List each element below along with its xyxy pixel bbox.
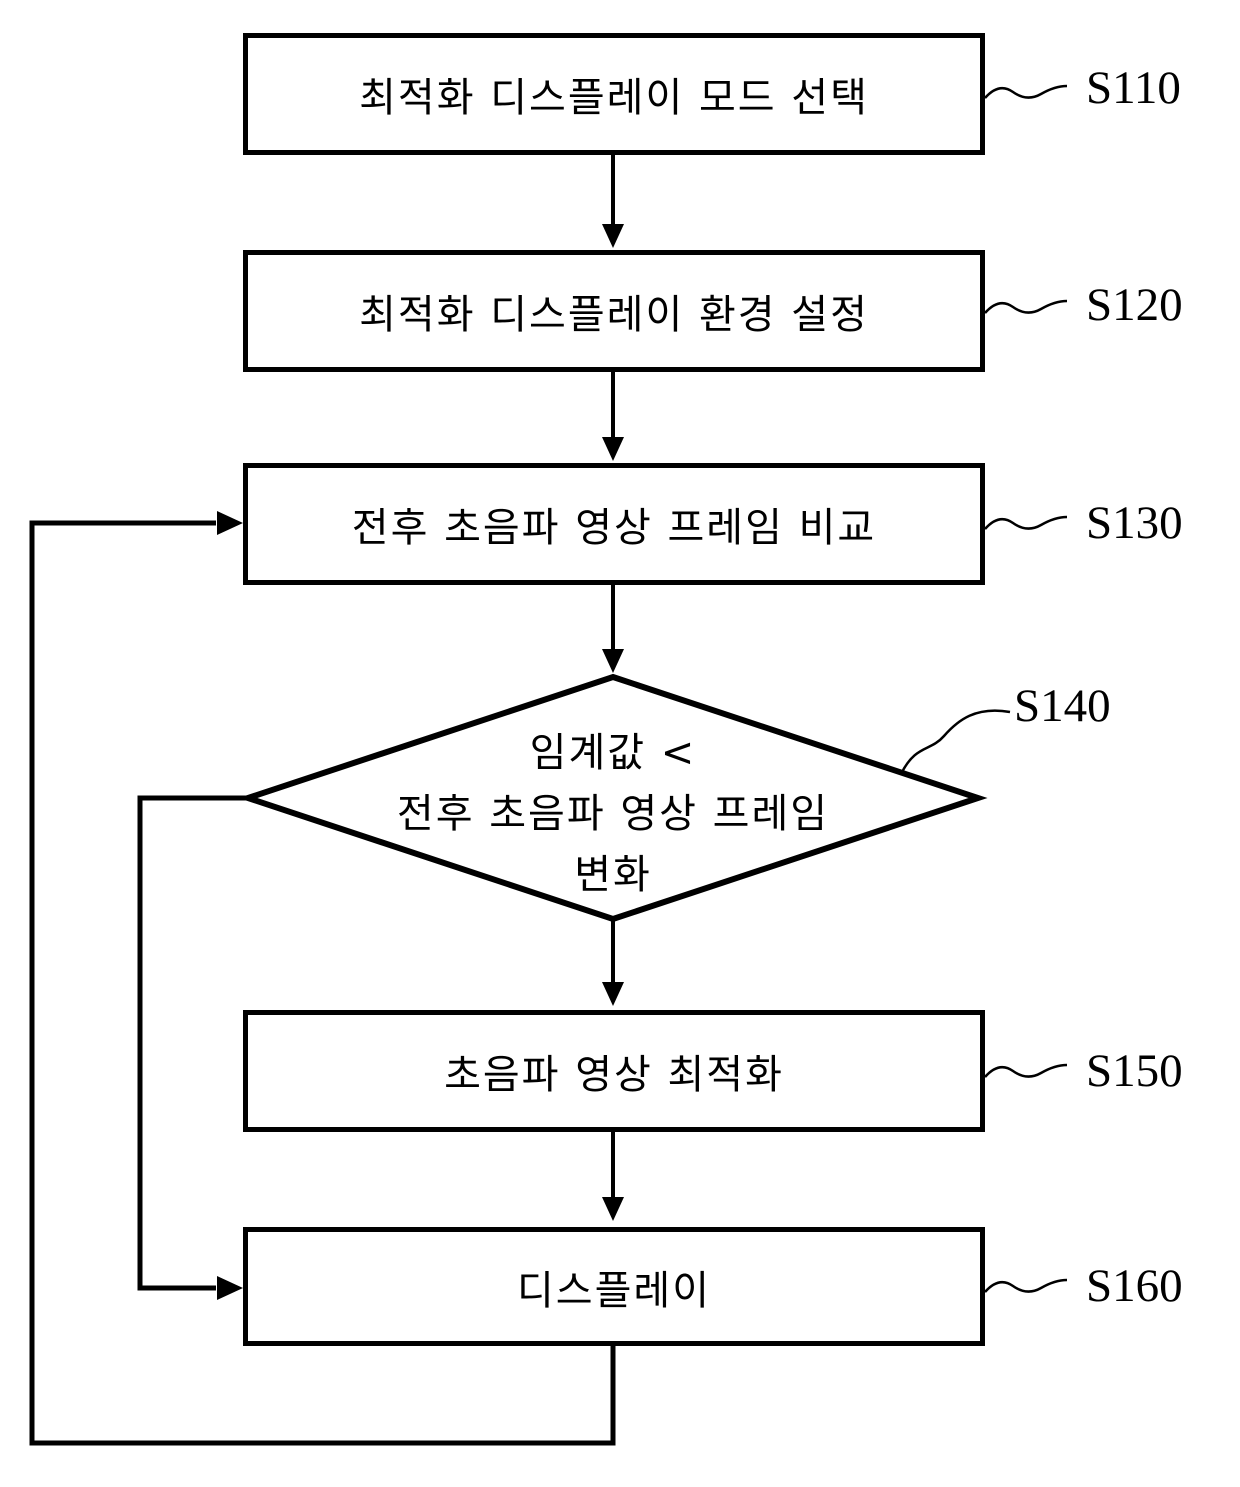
- edge-s160-to-s130-arrowhead: [217, 511, 243, 535]
- leader-line-s140: [899, 709, 1011, 775]
- edge-s110-to-s120-arrowhead: [602, 224, 624, 248]
- edge-s130-to-s140-arrowhead: [602, 649, 624, 673]
- step-box-s160: 디스플레이: [243, 1227, 985, 1346]
- decision-line-3: 변화: [574, 852, 652, 898]
- decision-diamond-s140-text: 임계값 < 전후 초음파 영상 프레임 변화: [268, 723, 958, 906]
- step-id-s120: S120: [1086, 279, 1183, 331]
- step-id-s160: S160: [1086, 1260, 1183, 1312]
- step-box-s110: 최적화 디스플레이 모드 선택: [243, 33, 985, 155]
- edge-s140-to-s150-arrowhead: [602, 982, 624, 1006]
- step-box-s150-label: 초음파 영상 최적화: [444, 1052, 784, 1098]
- leader-line-s130: [984, 515, 1068, 530]
- leader-line-s160: [984, 1278, 1068, 1293]
- step-id-s130: S130: [1086, 497, 1183, 549]
- step-id-s110: S110: [1086, 62, 1181, 114]
- leader-line-s120: [984, 299, 1068, 314]
- step-box-s120: 최적화 디스플레이 환경 설정: [243, 250, 985, 372]
- edge-s160-to-s130-line: [29, 520, 616, 1446]
- step-id-s140: S140: [1014, 680, 1111, 732]
- decision-line-2: 전후 초음파 영상 프레임: [396, 791, 830, 837]
- leader-line-s150: [984, 1063, 1068, 1078]
- edge-s140-to-s160-line: [137, 795, 250, 1291]
- step-box-s110-label: 최적화 디스플레이 모드 선택: [359, 75, 869, 121]
- decision-line-1: 임계값 <: [529, 730, 697, 776]
- edge-s140-to-s160-arrowhead: [217, 1276, 243, 1300]
- step-box-s150: 초음파 영상 최적화: [243, 1010, 985, 1132]
- step-box-s130-label: 전후 초음파 영상 프레임 비교: [351, 505, 877, 551]
- step-id-s150: S150: [1086, 1045, 1183, 1097]
- edge-s150-to-s160-arrowhead: [602, 1197, 624, 1221]
- edge-s120-to-s130-arrowhead: [602, 437, 624, 461]
- step-box-s130: 전후 초음파 영상 프레임 비교: [243, 463, 985, 585]
- step-box-s160-label: 디스플레이: [517, 1267, 711, 1314]
- leader-line-s110: [984, 84, 1068, 99]
- step-box-s120-label: 최적화 디스플레이 환경 설정: [359, 292, 869, 338]
